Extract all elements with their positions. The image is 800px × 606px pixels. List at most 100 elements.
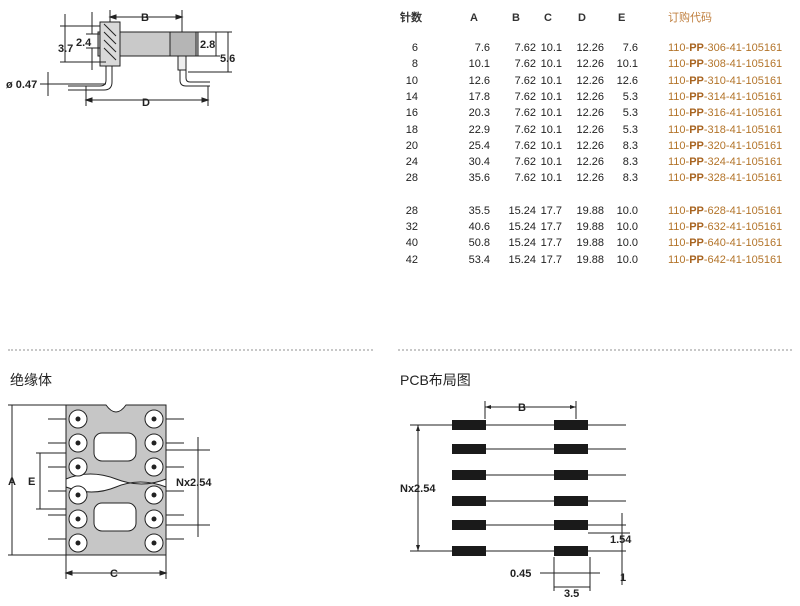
table-header-cell: B [512, 12, 520, 24]
table-cell-A: 53.4 [468, 253, 490, 266]
table-cell-B: 7.62 [514, 74, 536, 87]
pcb-layout-drawing: B Nx2.54 1.54 0.45 3.5 1 [400, 401, 632, 600]
dim-label-2-4: 2.4 [76, 37, 92, 49]
table-cell-pins: 20 [405, 139, 418, 152]
table-cell-B: 7.62 [514, 172, 536, 185]
order-code-suffix: -320-41-105161 [703, 139, 783, 152]
order-code-suffix: -314-41-105161 [703, 90, 783, 103]
table-cell-E: 10.1 [616, 58, 638, 71]
order-code-prefix: 110- [668, 90, 690, 103]
table-cell-A: 40.6 [468, 221, 490, 233]
order-code-plating: PP [689, 90, 704, 103]
table-cell-B: 15.24 [508, 253, 536, 266]
insulator-title: 绝缘体 [10, 372, 52, 388]
table-cell-A: 12.6 [468, 74, 490, 87]
insulator-label-C: C [110, 568, 118, 580]
order-code-plating: PP [689, 156, 704, 169]
table-cell-D: 12.26 [576, 74, 604, 87]
order-code: 110-PP-324-41-105161 [668, 156, 782, 168]
order-code-suffix: -328-41-105161 [703, 172, 783, 185]
table-cell-D: 12.26 [576, 58, 604, 71]
order-code-prefix: 110- [668, 204, 690, 217]
table-header-cell: D [578, 12, 586, 24]
order-code-suffix: -640-41-105161 [703, 237, 783, 250]
table-cell-B: 7.62 [514, 58, 536, 71]
order-code-suffix: -310-41-105161 [703, 74, 783, 87]
order-code-prefix: 110- [668, 253, 690, 266]
order-code-plating: PP [689, 107, 704, 120]
table-cell-D: 19.88 [576, 237, 604, 250]
table-header-cell: 针数 [400, 12, 422, 24]
order-code-plating: PP [689, 204, 704, 217]
order-code: 110-PP-316-41-105161 [668, 107, 782, 119]
table-cell-E: 8.3 [622, 156, 638, 169]
table-cell-pins: 42 [405, 253, 418, 266]
insulator-label-pitch: Nx2.54 [176, 477, 212, 489]
order-code-prefix: 110- [668, 123, 690, 136]
order-code-plating: PP [689, 123, 704, 136]
table-cell-pins: 16 [405, 107, 418, 120]
order-code-plating: PP [689, 172, 704, 185]
order-code-prefix: 110- [668, 139, 690, 152]
table-cell-D: 19.88 [576, 221, 604, 233]
dim-label-pin-diameter: ø 0.47 [6, 79, 37, 91]
table-cell-A: 35.5 [468, 204, 490, 217]
table-cell-pins: 24 [405, 156, 418, 169]
order-code-prefix: 110- [668, 107, 690, 120]
table-cell-B: 7.62 [514, 107, 536, 120]
order-code-suffix: -306-41-105161 [703, 42, 783, 54]
order-code-suffix: -308-41-105161 [703, 58, 783, 71]
order-code: 110-PP-640-41-105161 [668, 237, 782, 249]
table-cell-E: 12.6 [616, 74, 638, 87]
table-cell-C: 10.1 [540, 107, 562, 120]
pcb-label-0-45: 0.45 [510, 568, 531, 580]
table-cell-pins: 18 [405, 123, 418, 136]
table-header-cell: E [618, 12, 626, 24]
order-code-prefix: 110- [668, 237, 690, 250]
table-cell-E: 10.0 [616, 253, 638, 266]
table-cell-C: 10.1 [540, 42, 562, 54]
divider-left [8, 349, 373, 351]
side-view-drawing: B 3.7 2.4 2.8 5.6 ø 0.47 D [6, 10, 235, 109]
table-cell-C: 10.1 [540, 156, 562, 169]
table-cell-B: 15.24 [508, 204, 536, 217]
pcb-label-pitch: Nx2.54 [400, 483, 436, 495]
table-cell-B: 7.62 [514, 123, 536, 136]
order-code-prefix: 110- [668, 221, 690, 233]
table-cell-pins: 32 [405, 221, 418, 233]
pcb-label-B: B [518, 402, 526, 414]
table-cell-C: 10.1 [540, 74, 562, 87]
table-cell-pins: 8 [411, 58, 418, 71]
table-cell-D: 12.26 [576, 172, 604, 185]
order-code: 110-PP-318-41-105161 [668, 124, 782, 136]
order-code-plating: PP [689, 237, 704, 250]
divider-right [398, 349, 792, 351]
table-cell-pins: 6 [411, 42, 418, 54]
table-cell-A: 17.8 [468, 90, 490, 103]
pcb-label-1-54: 1.54 [610, 534, 632, 546]
table-cell-E: 10.0 [616, 237, 638, 250]
order-code: 110-PP-632-41-105161 [668, 221, 782, 233]
table-header-cell: A [470, 12, 478, 24]
order-code-prefix: 110- [668, 58, 690, 71]
table-cell-D: 19.88 [576, 204, 604, 217]
insulator-label-A: A [8, 476, 16, 488]
table-cell-C: 10.1 [540, 172, 562, 185]
table-cell-C: 17.7 [540, 221, 562, 233]
table-cell-pins: 14 [405, 90, 418, 103]
table-cell-B: 15.24 [508, 221, 536, 233]
table-cell-B: 7.62 [514, 156, 536, 169]
table-header-cell: C [544, 12, 552, 24]
order-code: 110-PP-328-41-105161 [668, 172, 782, 184]
table-cell-E: 7.6 [622, 42, 638, 54]
order-code-plating: PP [689, 42, 704, 54]
order-code: 110-PP-308-41-105161 [668, 58, 782, 70]
table-cell-C: 10.1 [540, 123, 562, 136]
table-cell-E: 10.0 [616, 221, 638, 233]
table-cell-E: 5.3 [622, 107, 638, 120]
order-code-plating: PP [689, 253, 704, 266]
order-code-prefix: 110- [668, 172, 690, 185]
order-code-prefix: 110- [668, 74, 690, 87]
table-cell-A: 20.3 [468, 107, 490, 120]
order-code-prefix: 110- [668, 156, 690, 169]
